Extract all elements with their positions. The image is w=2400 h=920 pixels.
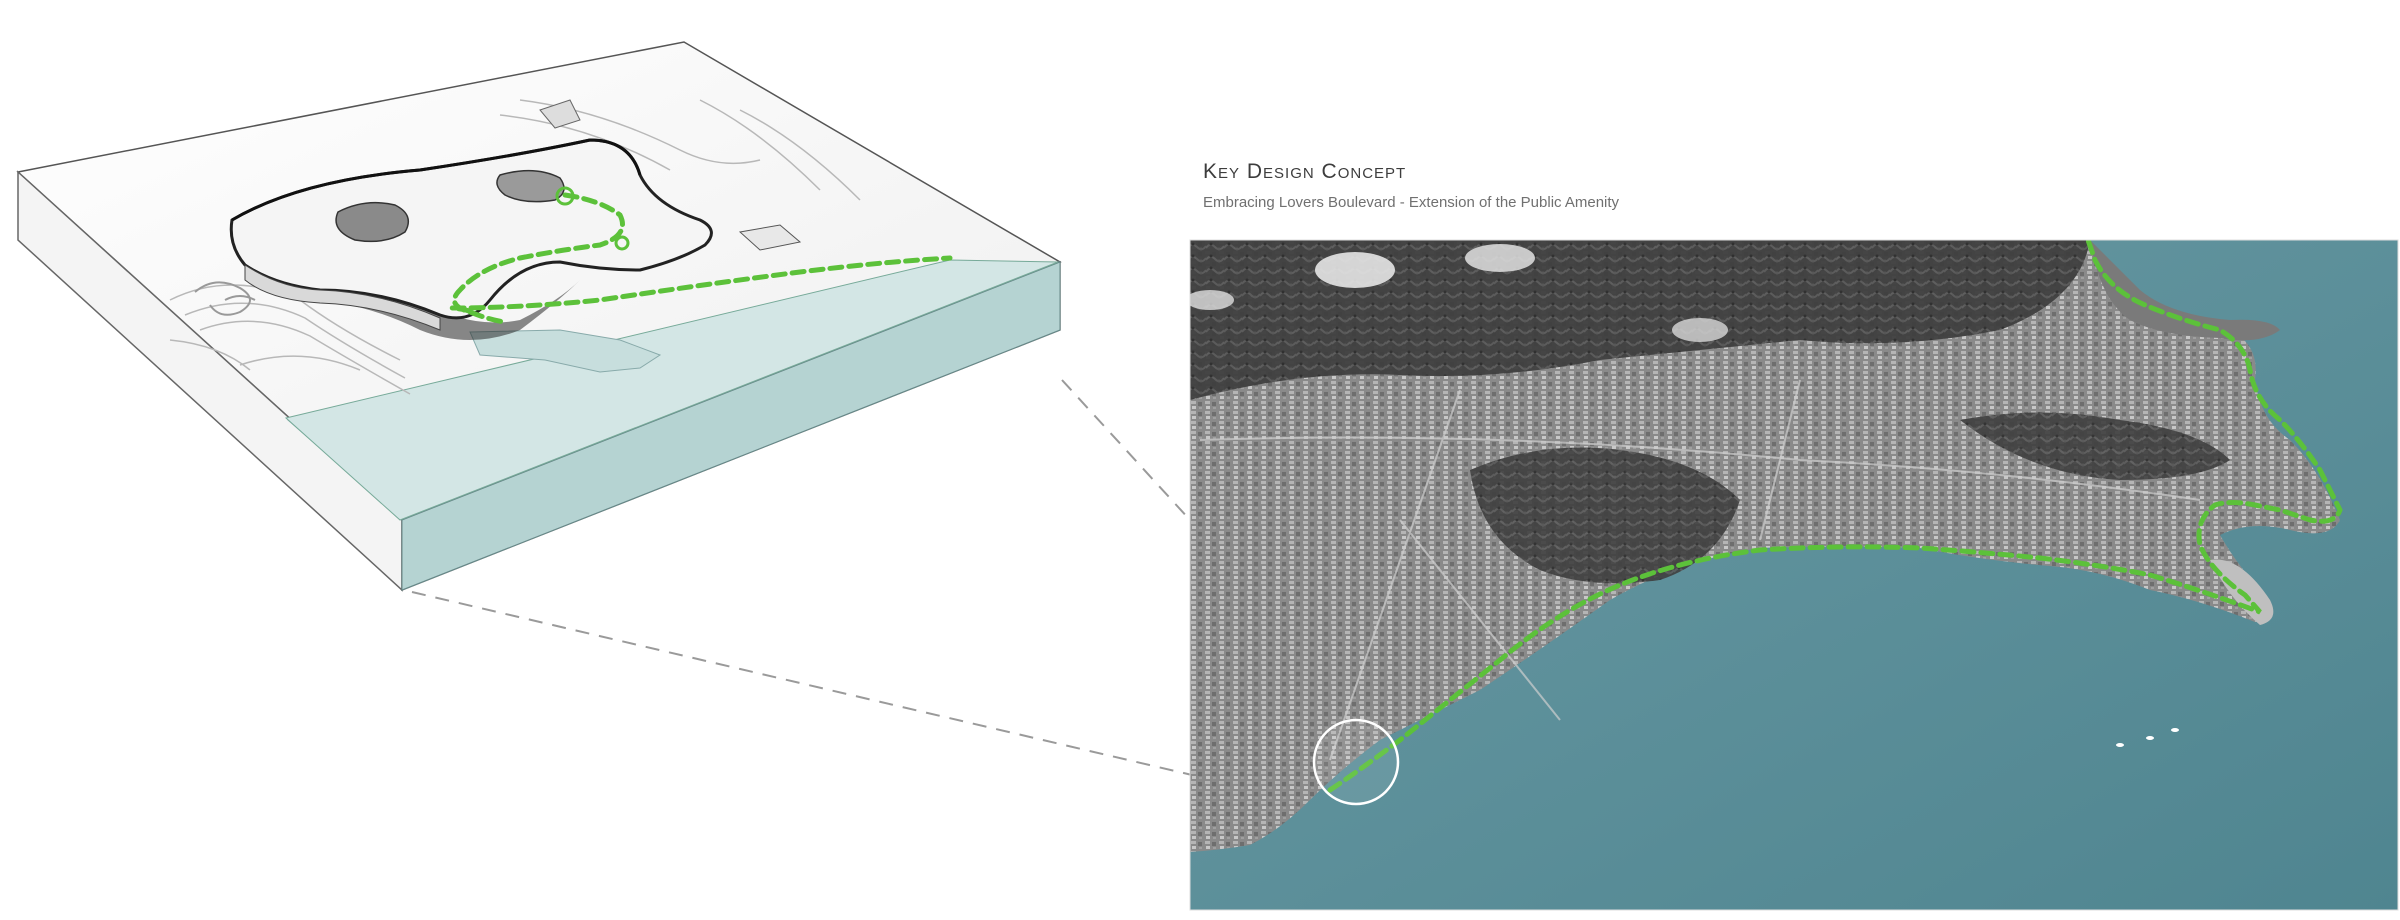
model-harbor-basin [469, 329, 662, 373]
model-swirl-landscape [194, 281, 256, 316]
building-void-1 [335, 201, 410, 243]
leader-line-upper [1061, 379, 1191, 521]
boulevard-route [1327, 240, 2343, 793]
photo-cloud [1465, 244, 1535, 272]
photo-frame [1189, 239, 2399, 911]
photo-mountains-mid [1470, 447, 1740, 584]
photo-land [1190, 240, 2340, 852]
photo-boats [2116, 728, 2179, 747]
building-lower-band [244, 264, 441, 331]
route-node-icon [555, 186, 575, 206]
model-top-structure [539, 99, 581, 129]
site-model [16, 41, 1062, 592]
building-roof-outline [231, 138, 642, 222]
photo-cloud [1190, 290, 1234, 310]
photo-cloud [1672, 318, 1728, 342]
circle-marker-icon [1312, 718, 1400, 806]
model-pavilion [738, 224, 802, 251]
caption-title: Key Design Concept [1203, 160, 1407, 183]
photo-headland [2090, 240, 2280, 341]
photo-mountains-east [1960, 412, 2230, 480]
route-node-icon [614, 235, 630, 251]
leader-line-lower [411, 591, 1193, 776]
aerial-photo [1190, 240, 2398, 910]
model-route [451, 192, 953, 325]
photo-mountains-north [1190, 240, 2090, 400]
building-void-2 [496, 169, 565, 203]
model-water-front [401, 261, 1061, 591]
photo-roads [1199, 379, 2201, 761]
caption-subtitle: Embracing Lovers Boulevard - Extension o… [1203, 194, 1620, 211]
caption-block: Key Design Concept Embracing Lovers Boul… [1203, 160, 1619, 211]
model-water-top [284, 259, 1059, 521]
leader-lines [411, 379, 1193, 776]
model-contours [169, 99, 861, 395]
photo-cloud [1315, 252, 1395, 288]
